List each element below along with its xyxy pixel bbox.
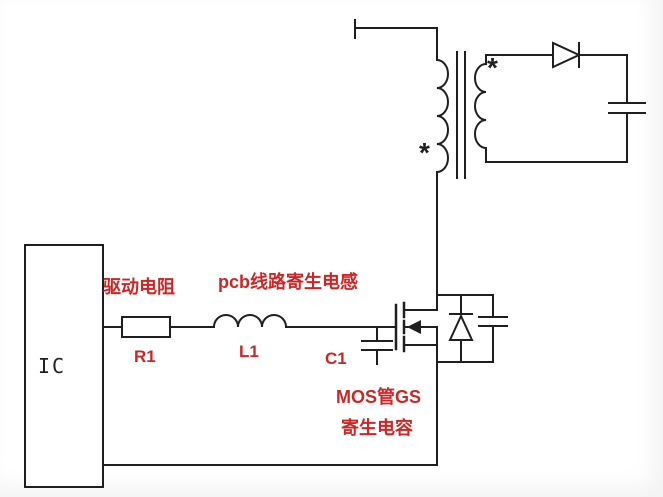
polarity-dot-top: *	[487, 52, 498, 83]
supply-run	[354, 27, 438, 61]
diode-to-cap-wire	[578, 54, 628, 104]
label-c1: C1	[325, 349, 347, 368]
substrate-arrow	[407, 320, 421, 334]
ic-block: IC	[24, 244, 104, 488]
secondary-winding	[474, 62, 488, 150]
secondary-circuit	[485, 41, 646, 163]
label-l1: L1	[239, 342, 259, 361]
inductor-l1	[212, 314, 288, 329]
label-mos-gs-line1: MOS管GS	[336, 386, 421, 407]
annotations: 驱动电阻 R1 pcb线路寄生电感 L1 C1 MOS管GS 寄生电容	[103, 271, 421, 438]
polarity-dot-bottom: *	[419, 137, 430, 168]
transformer: * *	[419, 51, 498, 179]
label-drive-resistor: 驱动电阻	[103, 276, 175, 297]
body-diode-triangle	[448, 313, 474, 341]
output-diode-triangle	[552, 41, 582, 69]
label-mos-gs-line2: 寄生电容	[341, 417, 413, 438]
mosfet	[394, 301, 438, 466]
drain-source-network	[436, 294, 508, 363]
primary-winding	[435, 58, 449, 174]
label-pcb-inductance: pcb线路寄生电感	[218, 271, 358, 292]
ic-box	[24, 244, 104, 488]
ic-label: IC	[38, 354, 66, 378]
secondary-return-wire	[485, 112, 628, 163]
secondary-top-wire	[485, 54, 554, 65]
gate-drive-path	[102, 314, 395, 365]
supply-wire	[354, 19, 438, 61]
label-r1: R1	[134, 347, 156, 366]
resistor-r1	[121, 316, 171, 338]
